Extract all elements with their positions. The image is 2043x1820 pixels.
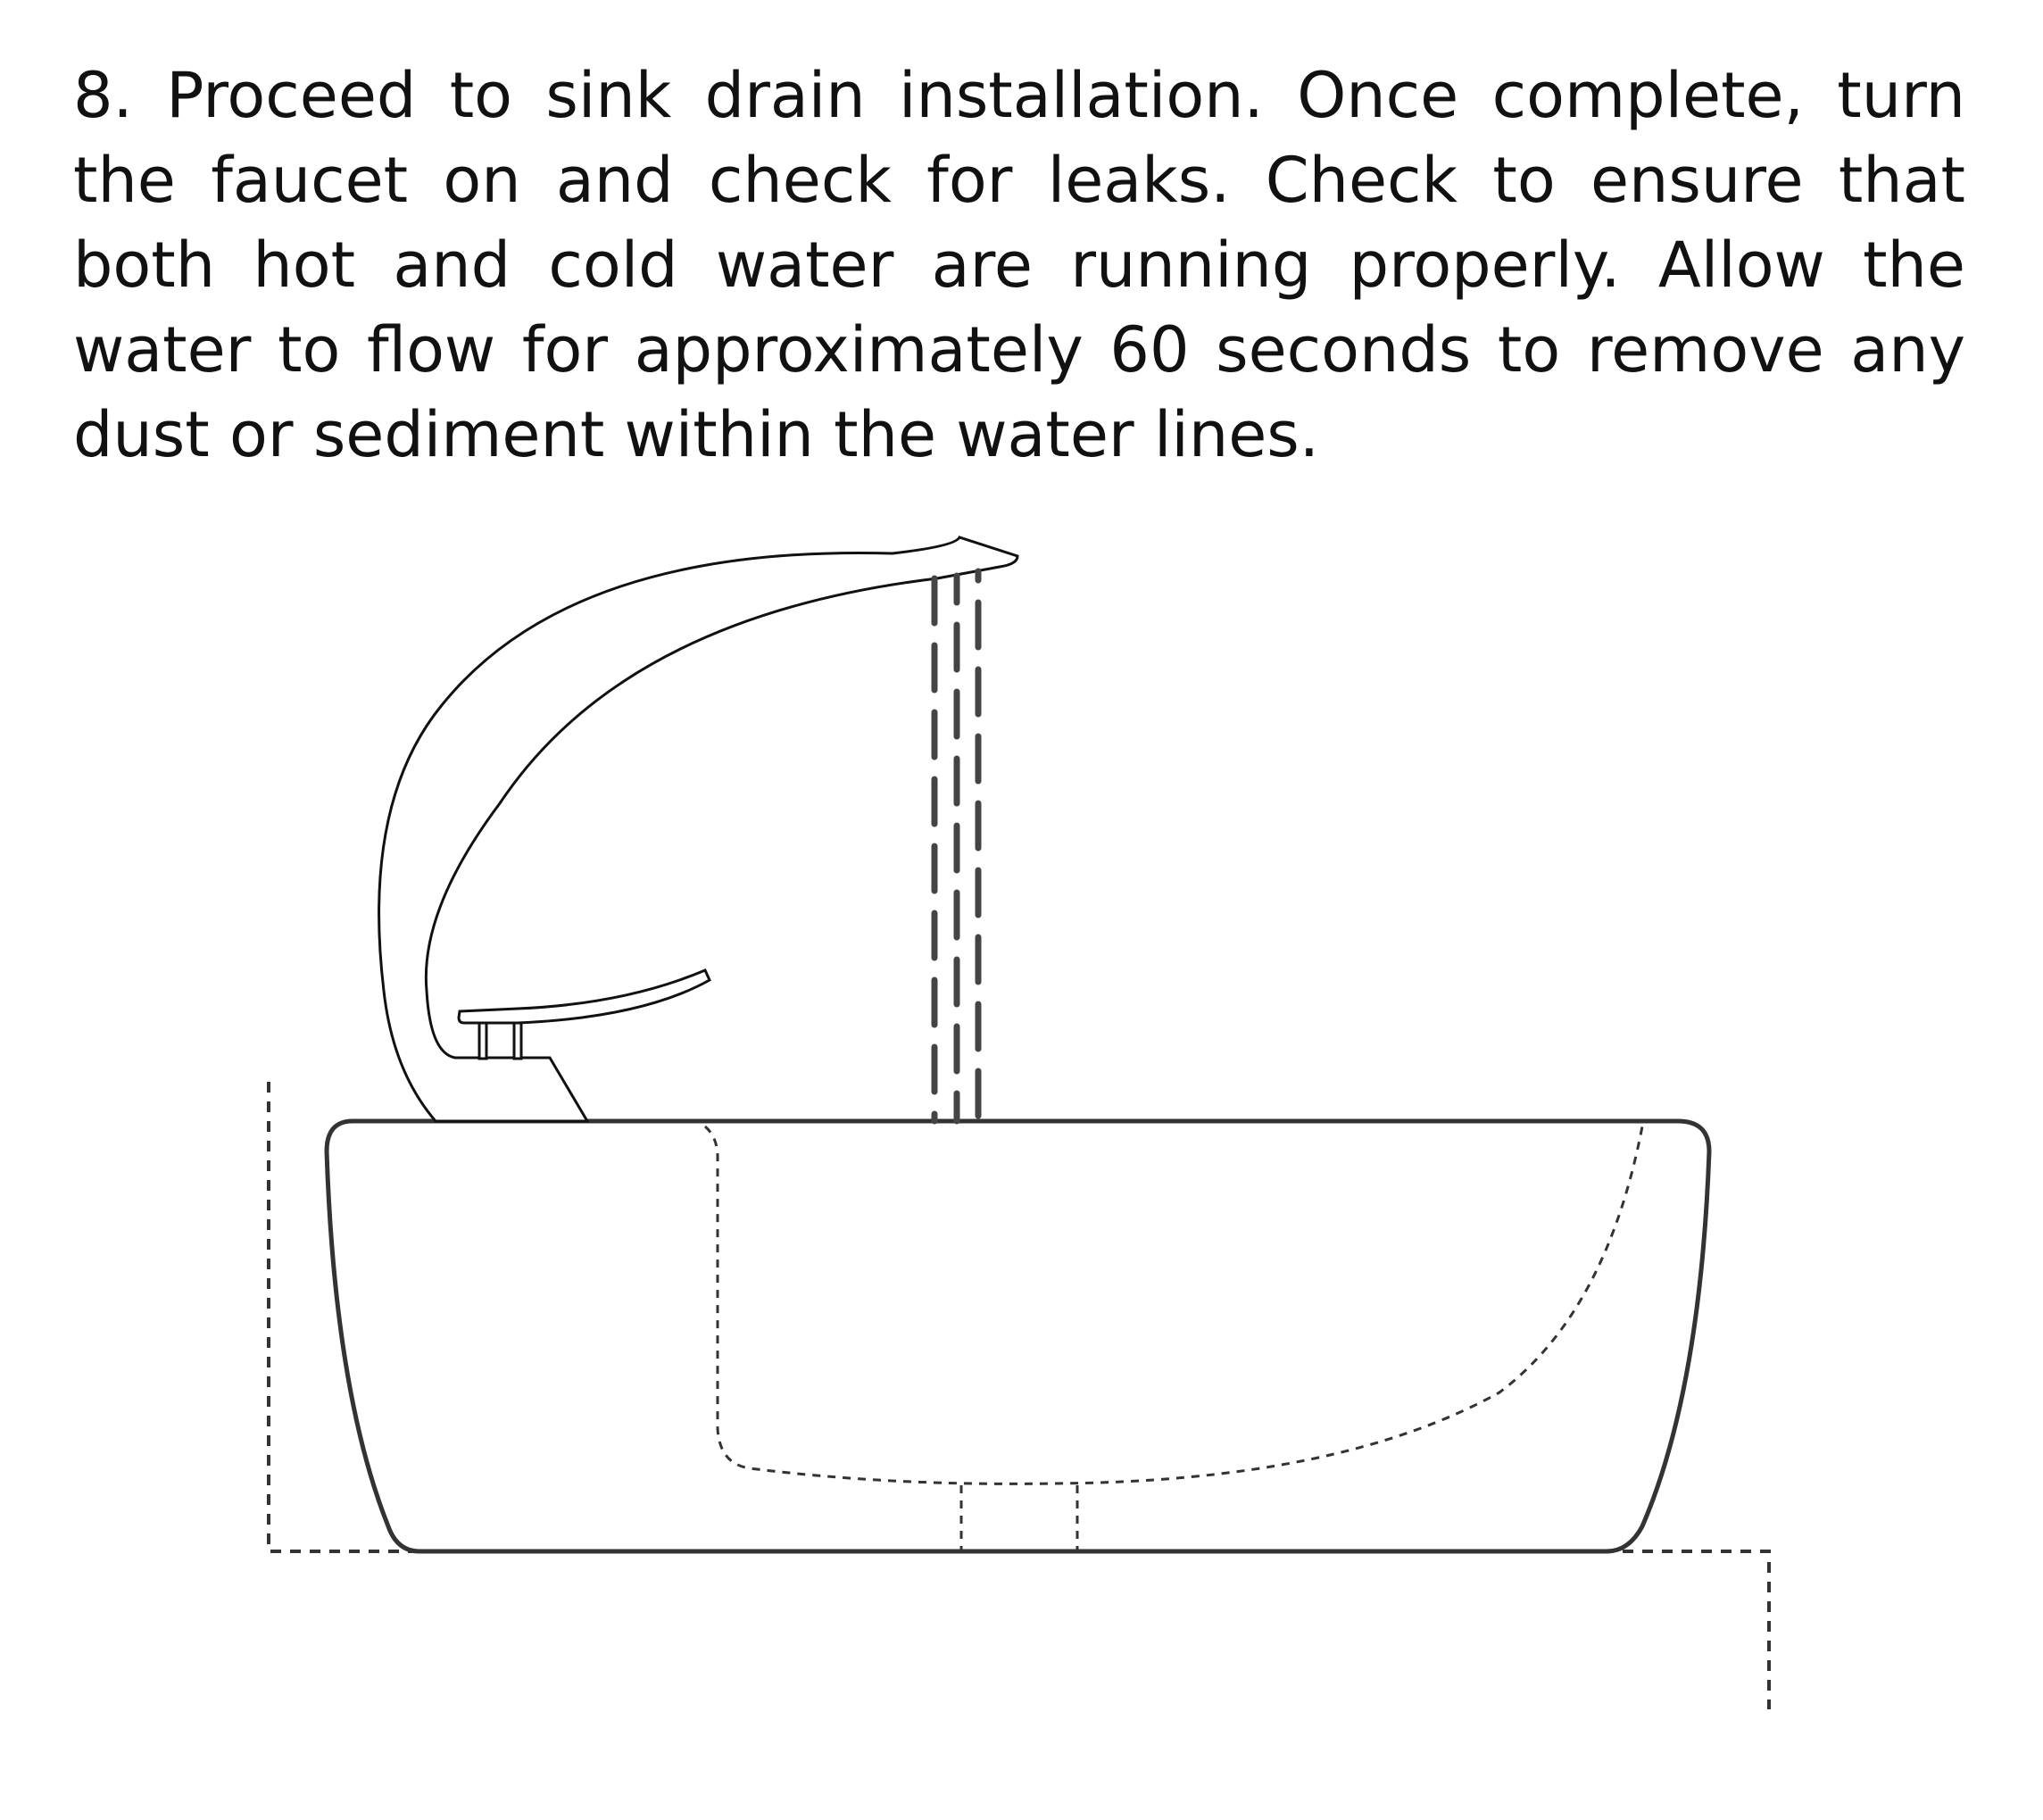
water-stream	[931, 568, 982, 1125]
instruction-line: 8. Proceed to sink drain installation. O…	[73, 59, 1965, 132]
instruction-text: 8. Proceed to sink drain installation. O…	[73, 54, 1965, 478]
instruction-line: water to flow for approximately 60 secon…	[73, 313, 1965, 386]
instruction-line: the faucet on and check for leaks. Check…	[73, 144, 1965, 217]
instruction-line: dust or sediment within the water lines.	[73, 398, 1320, 471]
faucet	[378, 536, 1019, 1123]
countertop-dashed-outline	[267, 1082, 1771, 1709]
sink-bowl	[324, 1118, 1712, 1554]
drain-hidden-line	[959, 1485, 1079, 1551]
sink-basin-hidden-line	[703, 1125, 1644, 1485]
instruction-line: both hot and cold water are running prop…	[73, 229, 1965, 302]
faucet-handle	[457, 968, 711, 1025]
